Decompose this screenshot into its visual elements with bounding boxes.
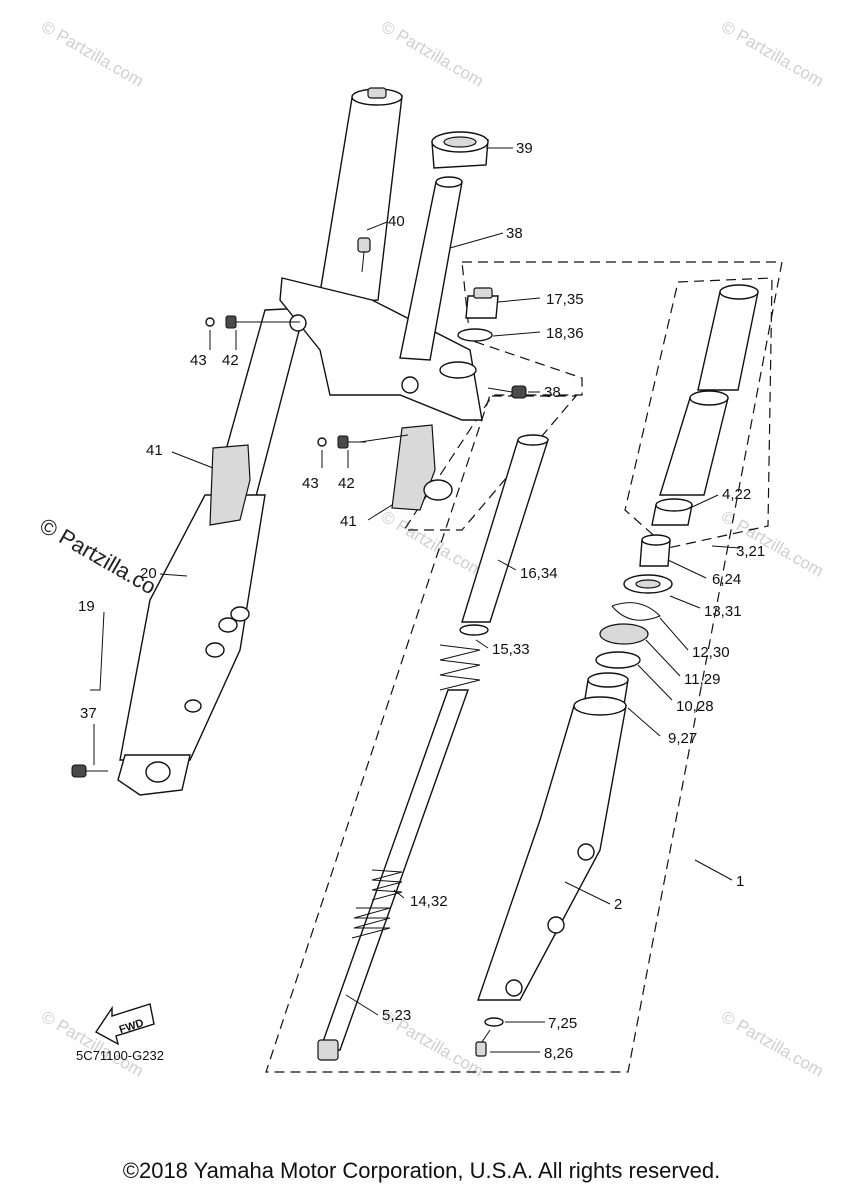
callout-10-28: 10,28 bbox=[676, 698, 714, 715]
cap-bolt-17 bbox=[465, 287, 499, 319]
front-fork-exploded-diagram: © Partzilla.com © Partzilla.com © Partzi… bbox=[36, 17, 827, 1081]
callout-43-lower: 43 bbox=[302, 475, 319, 492]
clip-12 bbox=[611, 602, 661, 621]
cylinder-3-lower bbox=[659, 390, 729, 496]
washer-10 bbox=[595, 651, 641, 669]
spring-upper bbox=[439, 644, 481, 691]
bolt-40 bbox=[357, 237, 371, 273]
callout-1: 1 bbox=[736, 873, 744, 890]
bolt-8 bbox=[475, 1029, 491, 1057]
callout-41-upper: 41 bbox=[146, 442, 163, 459]
oil-seal-39 bbox=[431, 131, 489, 169]
callout-5-23: 5,23 bbox=[382, 1007, 411, 1024]
spacer-15 bbox=[459, 624, 489, 636]
watermark-layer: © Partzilla.com © Partzilla.com © Partzi… bbox=[36, 17, 827, 1081]
watermark: © Partzilla.com bbox=[38, 17, 147, 91]
callout-9-27: 9,27 bbox=[668, 730, 697, 747]
callout-43-upper: 43 bbox=[190, 352, 207, 369]
oil-seal-11 bbox=[599, 623, 649, 645]
watermark: © Partzilla.com bbox=[718, 507, 827, 581]
callout-labels: 39 38 40 17,35 18,36 38 43 42 43 42 41 4… bbox=[78, 140, 765, 1062]
steering-stem bbox=[317, 87, 403, 306]
callout-38-lower: 38 bbox=[544, 384, 561, 401]
callout-41-lower: 41 bbox=[340, 513, 357, 530]
callout-14-32: 14,32 bbox=[410, 893, 448, 910]
copyright-notice: ©2018 Yamaha Motor Corporation, U.S.A. A… bbox=[122, 1158, 721, 1183]
callout-40: 40 bbox=[388, 213, 405, 230]
subassembly-3-boundary bbox=[624, 277, 773, 549]
callout-37: 37 bbox=[80, 705, 97, 722]
leader-lines bbox=[90, 147, 741, 1053]
callout-42-lower: 42 bbox=[338, 475, 355, 492]
inner-tube-upper bbox=[399, 176, 463, 361]
rod-piece-5 bbox=[317, 1039, 339, 1061]
callout-12-30: 12,30 bbox=[692, 644, 730, 661]
callout-2: 2 bbox=[614, 896, 622, 913]
washer-43-lower bbox=[317, 437, 327, 447]
gasket-7 bbox=[484, 1017, 504, 1027]
outer-tube-2 bbox=[477, 696, 627, 1001]
washer-43-upper bbox=[205, 317, 215, 327]
watermark: © Partzilla.com bbox=[378, 17, 487, 91]
collar-6 bbox=[639, 534, 671, 567]
callout-38-upper: 38 bbox=[506, 225, 523, 242]
callout-19: 19 bbox=[78, 598, 95, 615]
callout-8-26: 8,26 bbox=[544, 1045, 573, 1062]
watermark: © Partzilla.com bbox=[718, 1007, 827, 1081]
callout-3-21: 3,21 bbox=[736, 543, 765, 560]
bolt-37 bbox=[71, 764, 108, 778]
inner-tube-16 bbox=[461, 434, 549, 623]
damper-rod bbox=[319, 689, 469, 1051]
callout-16-34: 16,34 bbox=[520, 565, 558, 582]
callout-11-29: 11,29 bbox=[684, 671, 720, 688]
cover-41-upper bbox=[209, 444, 251, 526]
fork-leg-left bbox=[117, 307, 306, 796]
bolt-38-lower bbox=[487, 385, 527, 399]
callout-6-24: 6,24 bbox=[712, 571, 741, 588]
callout-39: 39 bbox=[516, 140, 533, 157]
callout-13-31: 13,31 bbox=[704, 603, 742, 620]
o-ring-18 bbox=[457, 328, 493, 342]
callout-18-36: 18,36 bbox=[546, 325, 584, 342]
watermark: © Partzilla.com bbox=[718, 17, 827, 91]
callout-4-22: 4,22 bbox=[722, 486, 751, 503]
fwd-arrow: FWD bbox=[94, 1003, 155, 1046]
cylinder-3-upper bbox=[697, 284, 759, 391]
spring-14 bbox=[351, 869, 403, 939]
callout-42-upper: 42 bbox=[222, 352, 239, 369]
assembly-1-boundary bbox=[265, 261, 783, 1073]
cover-41-lower bbox=[391, 424, 453, 511]
callout-15-33: 15,33 bbox=[492, 641, 530, 658]
bushing-4 bbox=[651, 498, 693, 526]
callout-7-25: 7,25 bbox=[548, 1015, 577, 1032]
callout-17-35: 17,35 bbox=[546, 291, 584, 308]
bracket-under bbox=[279, 277, 483, 421]
callout-20: 20 bbox=[140, 565, 157, 582]
diagram-code: 5C71100-G232 bbox=[76, 1048, 164, 1063]
washer-13 bbox=[623, 574, 673, 594]
